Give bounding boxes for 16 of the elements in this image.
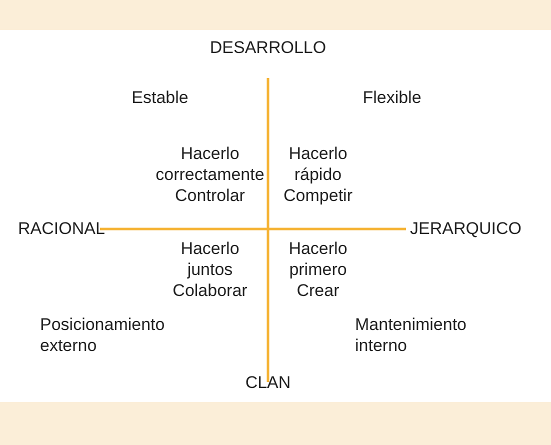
quadrant-label: Flexible: [362, 87, 422, 108]
quadrant-text: Colaborar: [172, 280, 248, 301]
quadrant-text: Hacerlo rápido: [288, 143, 348, 185]
quadrant-label: Mantenimiento interno: [355, 314, 468, 356]
quadrant-text: Competir: [282, 185, 354, 206]
quadrant-label: Estable: [130, 87, 190, 108]
quadrant-text: Hacerlo correctamente: [154, 143, 266, 185]
quadrant-text: Controlar: [174, 185, 246, 206]
axis-label: RACIONAL: [18, 218, 105, 239]
quadrant-text: Hacerlo juntos: [180, 238, 240, 280]
quadrant-label: Posicionamiento externo: [40, 314, 166, 356]
axis-label: CLAN: [244, 372, 292, 393]
quadrant-text: Hacerlo primero: [288, 238, 348, 280]
quadrant-text: Crear: [296, 280, 340, 301]
axis-label: JERARQUICO: [410, 218, 522, 239]
axis-label: DESARROLLO: [208, 37, 328, 58]
